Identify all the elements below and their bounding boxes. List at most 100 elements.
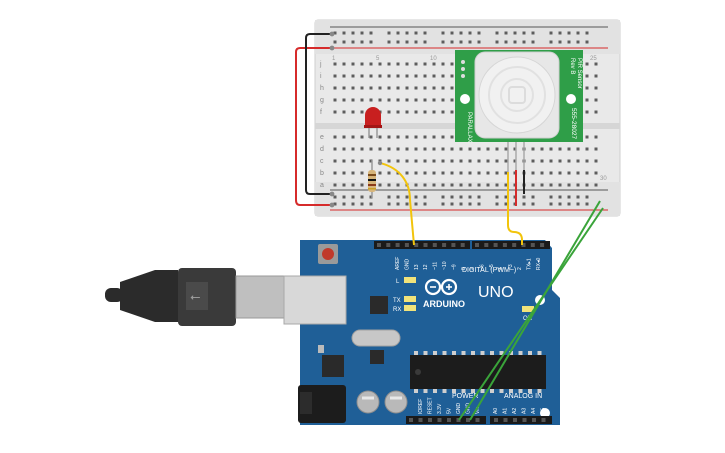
rail-hole (468, 202, 472, 206)
breadboard-hole (585, 86, 589, 90)
header-socket[interactable] (540, 243, 545, 247)
rail-hole (441, 31, 445, 35)
header-socket[interactable] (522, 418, 527, 422)
crystal-oscillator (351, 329, 401, 347)
pin-label: 7 (470, 267, 476, 270)
chip-pin (442, 389, 447, 393)
breadboard-hole (540, 183, 544, 187)
breadboard-hole (387, 171, 391, 175)
header-socket[interactable] (466, 418, 470, 422)
breadboard-hole (351, 135, 355, 139)
breadboard-hole (378, 62, 382, 66)
pir-sensor: PARALLAX PIR Sensor Rev B 555-28027 (455, 50, 583, 175)
header-socket[interactable] (530, 243, 535, 247)
rail-hole (585, 31, 589, 35)
header-socket[interactable] (423, 243, 428, 247)
breadboard-hole (486, 183, 490, 187)
rail-hole (396, 31, 400, 35)
header-socket[interactable] (503, 418, 508, 422)
breadboard-hole (405, 86, 409, 90)
breadboard-hole (396, 159, 400, 163)
resistor-band (368, 179, 376, 181)
header-socket[interactable] (493, 243, 498, 247)
breadboard-hole (567, 147, 571, 151)
header-socket[interactable] (475, 418, 480, 422)
rail-hole (333, 202, 337, 206)
rail-hole (414, 202, 418, 206)
header-socket[interactable] (541, 418, 546, 422)
breadboard-hole (432, 110, 436, 114)
rail-hole (495, 40, 499, 44)
wire-end (377, 160, 383, 166)
header-socket[interactable] (513, 418, 517, 422)
breadboard-hole (387, 135, 391, 139)
header-socket[interactable] (512, 243, 517, 247)
header-socket[interactable] (502, 243, 507, 247)
header-socket[interactable] (428, 418, 432, 422)
breadboard-hole (459, 147, 463, 151)
row-letter-f: f (320, 109, 322, 116)
header-socket[interactable] (456, 418, 461, 422)
breadboard-hole (342, 183, 346, 187)
rail-hole (558, 202, 562, 206)
breadboard-hole (450, 74, 454, 78)
header-socket[interactable] (447, 418, 451, 422)
breadboard-hole (360, 171, 364, 175)
breadboard-hole (387, 183, 391, 187)
breadboard-hole (351, 183, 355, 187)
reset-button[interactable] (322, 248, 334, 260)
breadboard-hole (477, 183, 481, 187)
header-socket[interactable] (475, 243, 479, 247)
header-socket[interactable] (521, 243, 526, 247)
header-socket[interactable] (484, 243, 489, 247)
breadboard-hole (351, 171, 355, 175)
breadboard-hole (450, 171, 454, 175)
header-socket[interactable] (442, 243, 447, 247)
breadboard-hole (531, 171, 535, 175)
breadboard-hole (594, 183, 598, 187)
wire-yellow-pir-pin2 (507, 172, 523, 245)
header-socket[interactable] (451, 243, 456, 247)
rail-hole (396, 40, 400, 44)
breadboard-hole (585, 135, 589, 139)
breadboard-hole (369, 86, 373, 90)
header-socket[interactable] (395, 243, 400, 247)
chip-pin (518, 389, 523, 393)
breadboard-hole (567, 171, 571, 175)
header-socket[interactable] (437, 418, 442, 422)
breadboard-hole (558, 183, 562, 187)
header-socket[interactable] (432, 243, 437, 247)
header-socket[interactable] (532, 418, 536, 422)
breadboard-hole (396, 86, 400, 90)
pin-label: ~10 (442, 261, 448, 270)
breadboard-hole (360, 159, 364, 163)
header-socket[interactable] (418, 418, 423, 422)
header-socket[interactable] (386, 243, 391, 247)
breadboard-hole (333, 183, 337, 187)
header-socket[interactable] (494, 418, 498, 422)
atmega-chip (410, 355, 546, 389)
header-digital-low (472, 241, 550, 249)
breadboard-hole (423, 135, 427, 139)
pin-label: IOREF (418, 399, 424, 414)
breadboard-hole (441, 171, 445, 175)
breadboard-hole (585, 171, 589, 175)
header-socket[interactable] (409, 418, 413, 422)
header-socket[interactable] (377, 243, 381, 247)
usb-plug-metal (235, 275, 285, 319)
breadboard-hole (342, 110, 346, 114)
rail-hole (504, 195, 508, 199)
top-power-rail (315, 20, 620, 54)
breadboard-hole (594, 110, 598, 114)
breadboard-hole (387, 86, 391, 90)
breadboard-hole (333, 159, 337, 163)
chip-pin (461, 389, 466, 393)
breadboard-hole (441, 110, 445, 114)
header-socket[interactable] (414, 243, 419, 247)
rail-hole (414, 40, 418, 44)
breadboard-hole (567, 159, 571, 163)
header-socket[interactable] (460, 243, 465, 247)
header-socket[interactable] (404, 243, 409, 247)
breadboard-hole (450, 86, 454, 90)
rail-hole (522, 202, 526, 206)
